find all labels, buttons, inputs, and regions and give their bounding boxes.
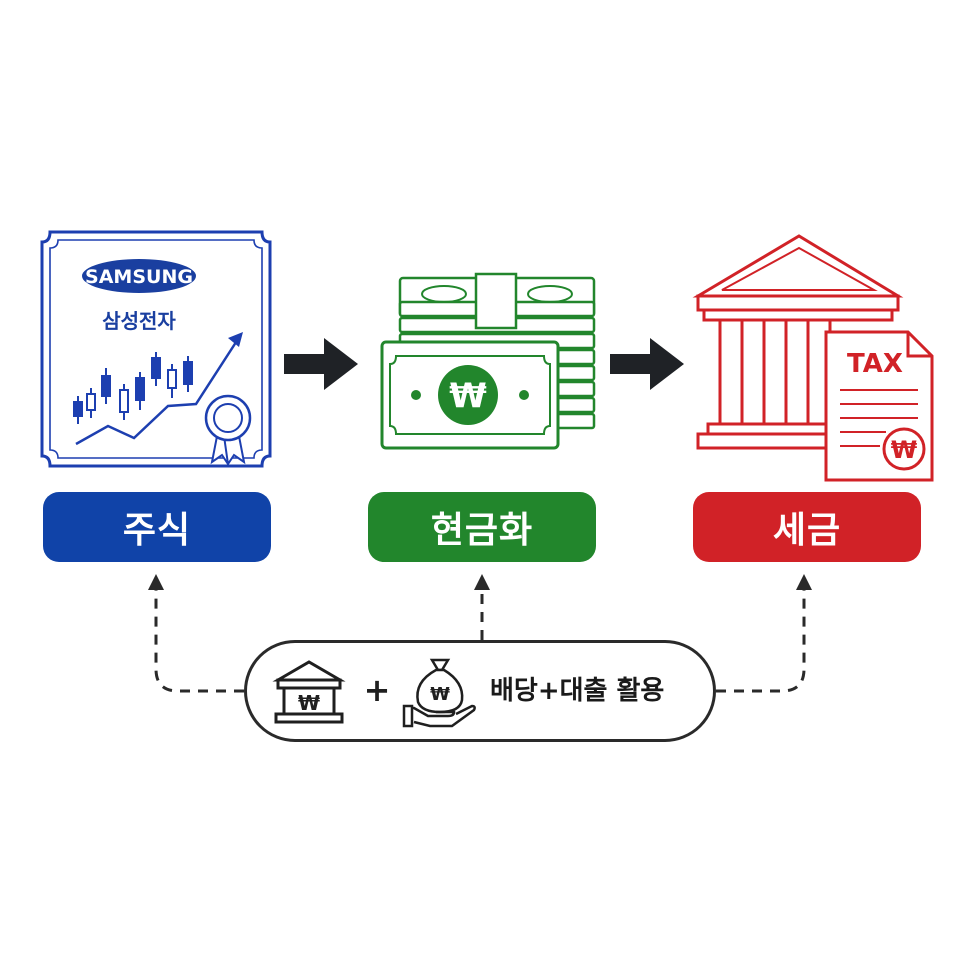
cash-stack-icon: ₩ [380, 272, 596, 450]
samsung-brand: SAMSUNG [85, 266, 193, 288]
company-name: 삼성전자 [102, 309, 176, 333]
plus-sign: + [363, 671, 391, 709]
stock-certificate-icon: SAMSUNG 삼성전자 [40, 230, 272, 468]
connector-to-tax [716, 590, 806, 693]
right-arrow-icon [284, 338, 358, 390]
up-arrowhead-stock [148, 574, 164, 590]
tax-label: 세금 [772, 510, 842, 551]
connector-to-stock [154, 590, 244, 693]
tax-doc-title: TAX [847, 349, 903, 379]
tax-document-icon: TAX ₩ [824, 330, 934, 482]
up-arrowhead-tax [796, 574, 812, 590]
bank-icon: ₩ [272, 660, 346, 724]
tax-label-pill: 세금 [693, 492, 921, 562]
right-arrow-icon-2 [610, 338, 684, 390]
tax-building-icon: TAX ₩ [692, 234, 934, 482]
cash-label-pill: 현금화 [368, 492, 596, 562]
bag-won-symbol: ₩ [430, 684, 450, 705]
stock-label-pill: 주식 [43, 492, 271, 562]
bank-won-symbol: ₩ [298, 691, 320, 715]
stock-label: 주식 [122, 510, 192, 551]
award-seal-icon [204, 394, 252, 467]
won-symbol: ₩ [449, 376, 487, 416]
cash-label: 현금화 [430, 510, 534, 551]
tax-won-symbol: ₩ [891, 436, 918, 464]
up-arrowhead-cash [474, 574, 490, 590]
money-bag-hand-icon: ₩ [402, 658, 476, 728]
dividend-loan-label: 배당+대출 활용 [490, 676, 665, 706]
